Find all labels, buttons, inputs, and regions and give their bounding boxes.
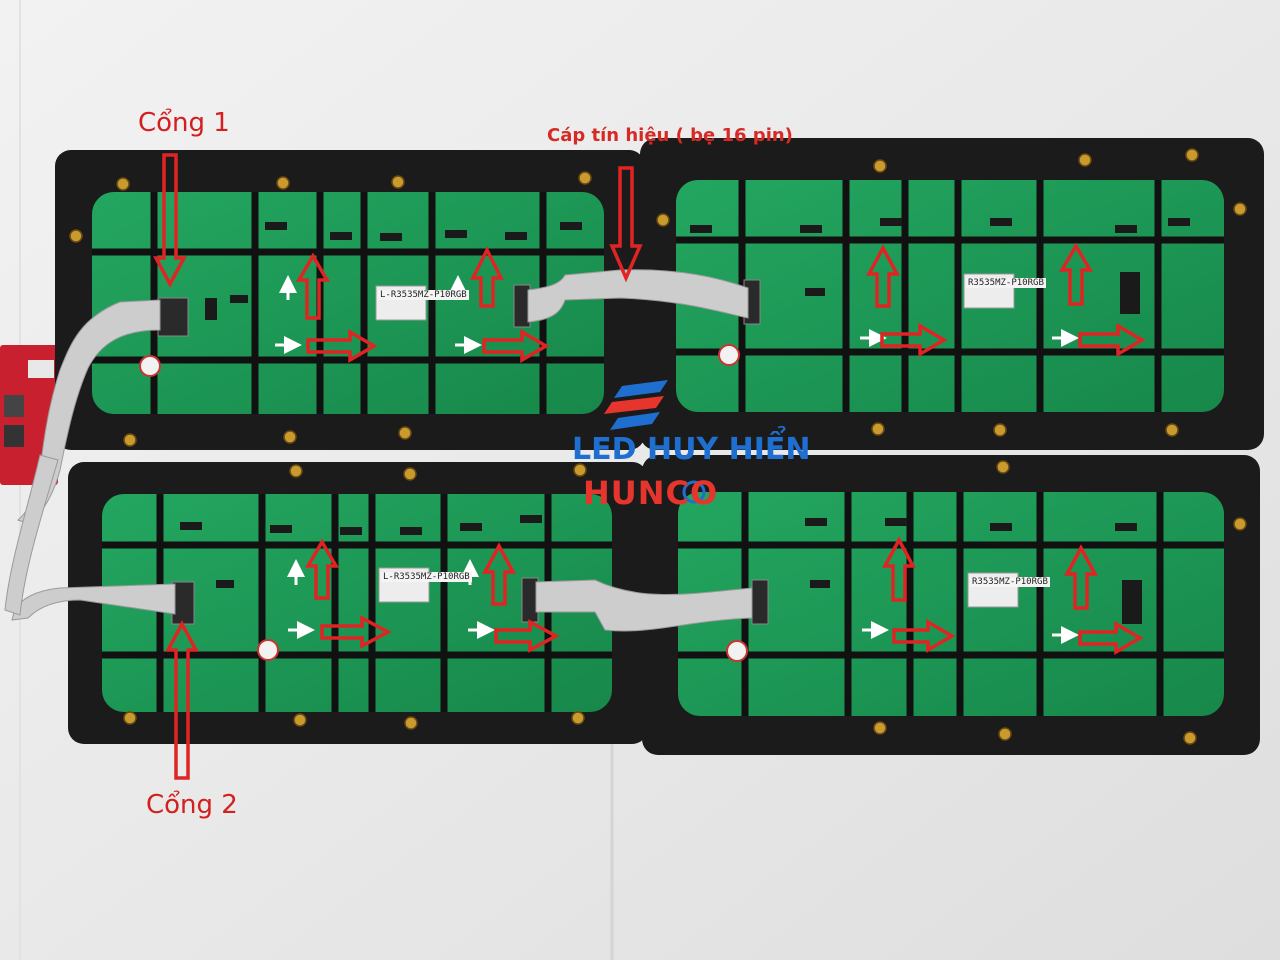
port-2-label: Cổng 2 (146, 790, 238, 820)
ribbon-cables (4, 269, 753, 632)
signal-cable-label: Cáp tín hiệu ( bẹ 16 pin) (547, 125, 793, 146)
module-label-bottom-right: R3535MZ-P10RGB (970, 577, 1050, 587)
red-annotation-arrows (153, 153, 1146, 780)
watermark-line1: LED HUY HIỂN (572, 432, 811, 467)
hub75-connectors (157, 279, 769, 625)
qc-stickers (139, 344, 748, 662)
pcb-arrows (275, 275, 1079, 644)
ics (180, 218, 1190, 624)
port-1-label: Cổng 1 (138, 108, 230, 138)
module-label-top-left: L-R3535MZ-P10RGB (378, 290, 469, 300)
watermark-line2: HUNCO (583, 474, 719, 512)
module-label-top-right: R3535MZ-P10RGB (966, 278, 1046, 288)
module-label-bottom-left: L-R3535MZ-P10RGB (381, 572, 472, 582)
logo-mark (604, 380, 706, 504)
screws (69, 148, 1247, 745)
